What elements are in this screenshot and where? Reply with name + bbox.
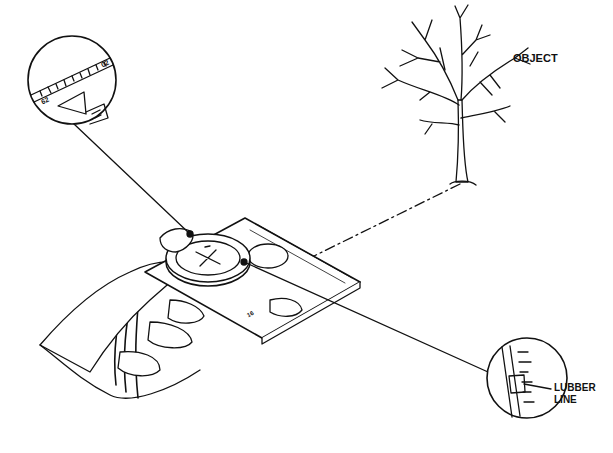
lens — [248, 244, 288, 268]
part-label: LUBBER LINE — [554, 382, 606, 405]
sight-line — [310, 184, 460, 258]
lubber-line-inset — [241, 259, 567, 418]
tree — [382, 5, 530, 185]
scale-inset — [28, 36, 193, 237]
thumb — [160, 229, 193, 252]
base-plate — [145, 218, 360, 338]
object-label: OBJECT — [513, 52, 558, 65]
